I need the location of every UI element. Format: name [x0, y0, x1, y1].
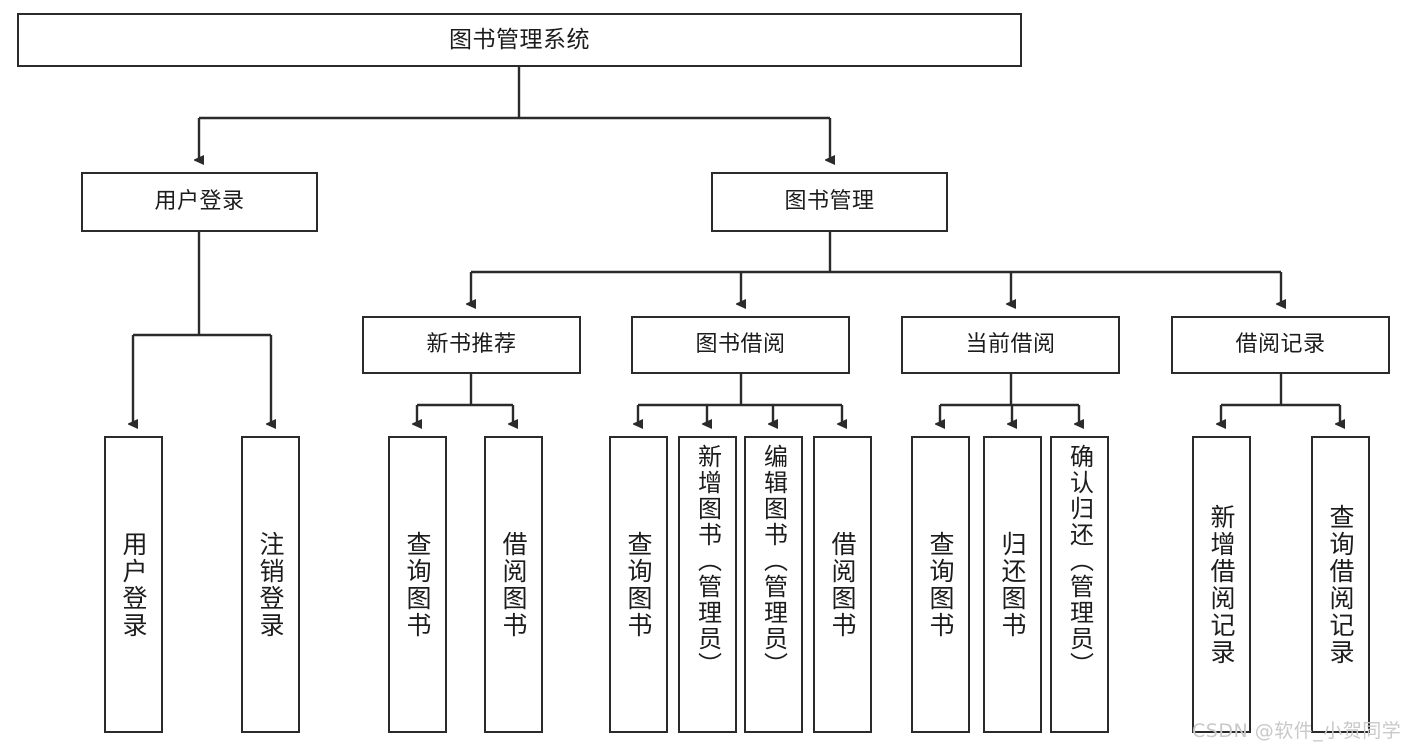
watermark: CSDN @软件_小贺同学: [1192, 720, 1402, 742]
node-leaf-query-record-label: 查询借阅记录: [1326, 503, 1355, 666]
node-borrow-record[interactable]: 借阅记录: [1171, 316, 1390, 374]
node-leaf-user-login[interactable]: 用户登录: [104, 436, 163, 733]
node-leaf-add-record-label: 新增借阅记录: [1207, 503, 1236, 666]
node-user-login[interactable]: 用户登录: [81, 172, 318, 232]
node-leaf-user-login-label: 用户登录: [119, 530, 148, 639]
node-leaf-add-record[interactable]: 新增借阅记录: [1192, 436, 1251, 733]
node-borrow-record-label: 借阅记录: [1235, 332, 1326, 358]
node-current-borrow-label: 当前借阅: [965, 332, 1056, 358]
node-new-book-recommend[interactable]: 新书推荐: [362, 316, 581, 374]
node-book-manage-label: 图书管理: [784, 189, 875, 215]
node-book-borrow-label: 图书借阅: [695, 332, 786, 358]
node-leaf-add-book-label: 新增图书（管理员）: [693, 444, 722, 678]
node-leaf-edit-book[interactable]: 编辑图书（管理员）: [744, 436, 803, 733]
node-leaf-confirm-return[interactable]: 确认归还（管理员）: [1050, 436, 1109, 733]
node-root-label: 图书管理系统: [449, 26, 590, 53]
node-leaf-confirm-return-label: 确认归还（管理员）: [1065, 444, 1094, 678]
node-new-book-recommend-label: 新书推荐: [426, 332, 517, 358]
node-book-borrow[interactable]: 图书借阅: [631, 316, 850, 374]
node-leaf-borrow-book-2-label: 借阅图书: [828, 530, 857, 639]
node-leaf-borrow-book-1-label: 借阅图书: [499, 530, 528, 639]
node-leaf-edit-book-label: 编辑图书（管理员）: [759, 444, 788, 678]
node-leaf-return-book[interactable]: 归还图书: [983, 436, 1042, 733]
node-leaf-query-book-3[interactable]: 查询图书: [911, 436, 970, 733]
node-leaf-logout[interactable]: 注销登录: [241, 436, 300, 733]
node-leaf-query-book-2[interactable]: 查询图书: [609, 436, 668, 733]
node-leaf-query-book-1-label: 查询图书: [403, 530, 432, 639]
node-leaf-logout-label: 注销登录: [256, 530, 285, 639]
node-leaf-query-book-3-label: 查询图书: [926, 530, 955, 639]
node-leaf-borrow-book-2[interactable]: 借阅图书: [813, 436, 872, 733]
node-leaf-add-book[interactable]: 新增图书（管理员）: [678, 436, 737, 733]
node-user-login-label: 用户登录: [154, 189, 245, 215]
node-leaf-query-book-2-label: 查询图书: [624, 530, 653, 639]
node-current-borrow[interactable]: 当前借阅: [901, 316, 1120, 374]
node-leaf-query-record[interactable]: 查询借阅记录: [1311, 436, 1370, 733]
node-book-manage[interactable]: 图书管理: [711, 172, 948, 232]
node-leaf-borrow-book-1[interactable]: 借阅图书: [484, 436, 543, 733]
node-root[interactable]: 图书管理系统: [17, 13, 1022, 67]
node-leaf-query-book-1[interactable]: 查询图书: [388, 436, 447, 733]
node-leaf-return-book-label: 归还图书: [998, 530, 1027, 639]
